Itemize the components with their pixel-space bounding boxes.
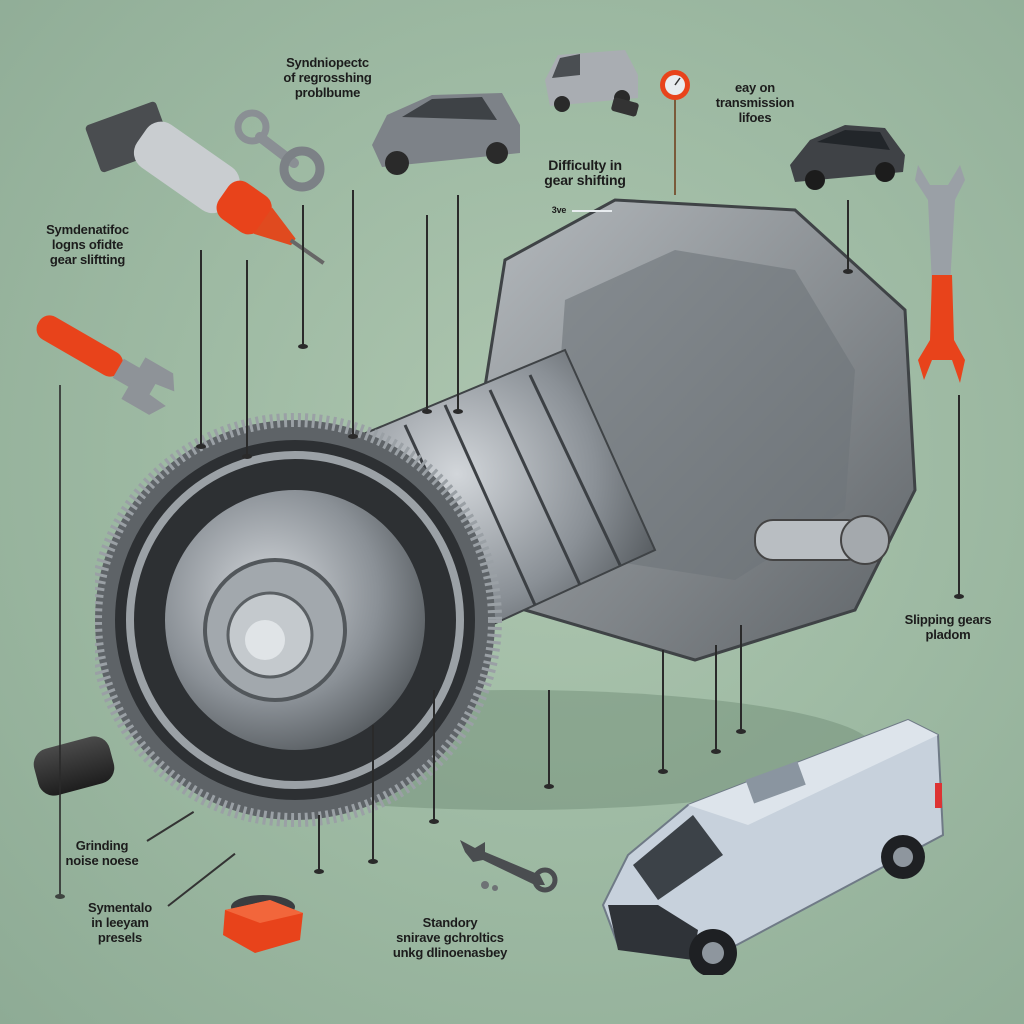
leader-line <box>55 385 65 899</box>
label-line: Slipping gears <box>904 612 992 627</box>
label-line: problbume <box>294 85 361 100</box>
parts-crate-icon <box>223 895 303 953</box>
leader-line <box>298 205 308 349</box>
label-line: in leeyam <box>91 915 149 930</box>
suv-car-icon <box>372 93 520 175</box>
leader-line <box>422 215 432 414</box>
label-line: Difficulty in <box>548 157 622 173</box>
label-line: Symdenatifoc <box>46 222 129 237</box>
transmission-assembly <box>95 198 917 827</box>
leader-line <box>348 190 358 439</box>
leader-line <box>572 210 612 212</box>
label-bottom-left: Symentalo in leeyam presels <box>70 900 170 945</box>
label-line: logns ofidte <box>51 237 124 252</box>
leader-line <box>453 195 463 414</box>
label-line: Standory <box>422 915 478 930</box>
leader-line <box>429 690 439 824</box>
leader-line <box>368 725 378 864</box>
pressure-gauge-icon <box>660 70 690 195</box>
label-left-top: Symdenatifoc logns ofidte gear sliftting <box>25 222 150 267</box>
label-line: noise noese <box>65 853 139 868</box>
label-line: pladom <box>925 627 971 642</box>
leader-line <box>843 200 853 274</box>
label-bottom-center: Standory snirave gchroltics unkg dlinoen… <box>360 915 540 960</box>
leader-line <box>711 645 721 754</box>
leader-line <box>314 815 324 874</box>
label-line: Syndniopectc <box>286 55 369 70</box>
label-line: presels <box>97 930 143 945</box>
sedan-car-icon <box>790 125 905 190</box>
label-line: gear shifting <box>544 172 626 188</box>
open-wrench-icon <box>915 165 965 383</box>
leader-line <box>196 250 206 449</box>
label-line: Grinding <box>75 838 129 853</box>
label-center-top: Difficulty in gear shifting <box>525 158 645 188</box>
ring-wrench-icon <box>234 109 325 192</box>
label-line: unkg dlinoenasbey <box>392 945 508 960</box>
screwdriver-icon <box>85 101 325 265</box>
label-line: snirave gchroltics <box>396 930 504 945</box>
label-line: of regrosshing <box>283 70 372 85</box>
label-line: transmission <box>715 95 795 110</box>
leader-line <box>736 625 746 734</box>
adjustable-wrench-icon <box>36 315 175 415</box>
label-top-right: eay on transmission lifoes <box>700 80 810 125</box>
small-wrench-icon <box>460 840 558 893</box>
leader-line <box>658 650 668 774</box>
cargo-van-icon <box>601 718 945 975</box>
leader-line <box>242 260 252 459</box>
label-line: gear sliftting <box>49 252 126 267</box>
leader-line <box>954 395 964 599</box>
label-line: eay on <box>735 80 775 95</box>
label-right-middle: Slipping gears pladom <box>888 612 1008 642</box>
label-line: lifoes <box>738 110 772 125</box>
label-left-bottom: Grinding noise noese <box>52 838 152 868</box>
label-line: Symentalo <box>88 900 152 915</box>
label-top-center: Syndniopectc of regrosshing problbume <box>265 55 390 100</box>
leader-line <box>544 690 554 789</box>
label-line: 3ve <box>551 205 567 215</box>
label-small-tag: 3ve <box>548 203 570 218</box>
